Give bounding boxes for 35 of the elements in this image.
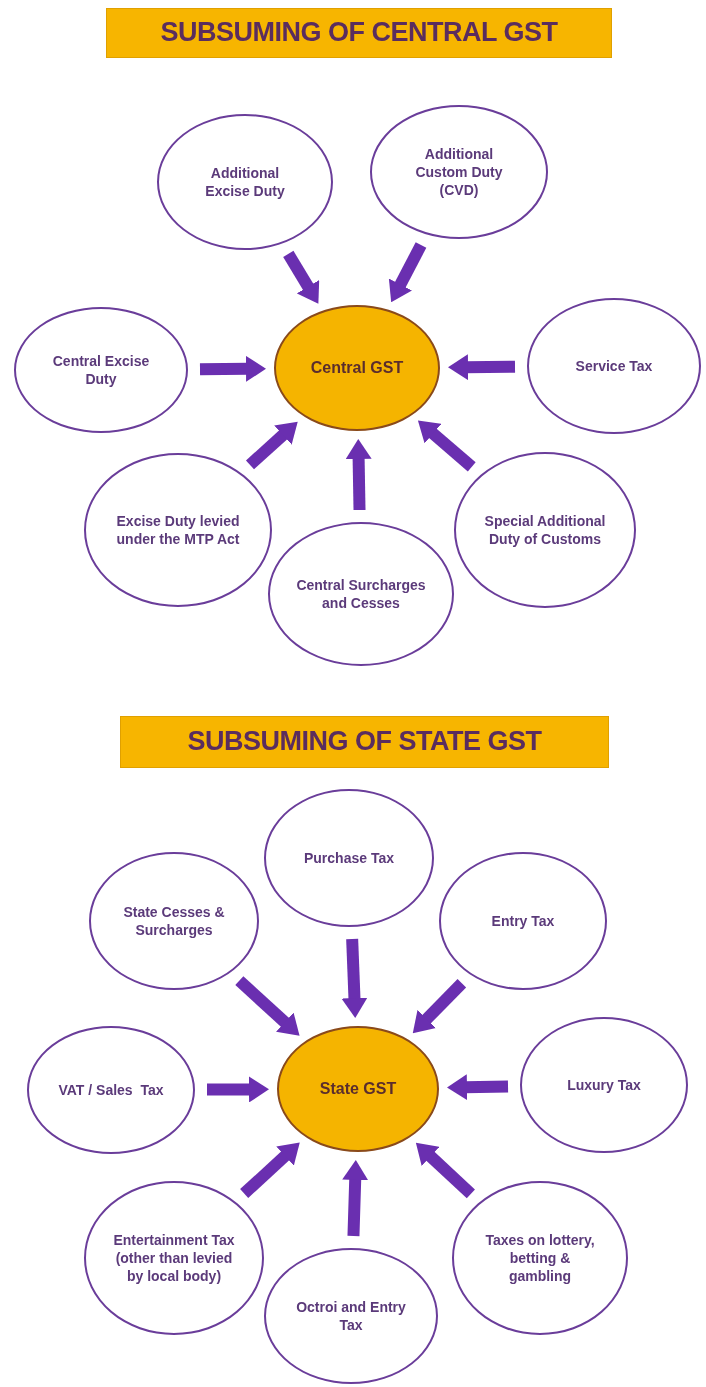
tax-label: Central Excise Duty [51, 351, 151, 389]
tax-label: Purchase Tax [303, 848, 395, 868]
tax-label: State GST [318, 1078, 398, 1099]
tax-label: Special Additional Duty of Customs [483, 511, 607, 549]
tax-label: Service Tax [574, 356, 654, 376]
block-arrow [240, 1142, 300, 1198]
tax-label: Additional Excise Duty [204, 163, 286, 201]
tax-label: Luxury Tax [566, 1075, 642, 1095]
tax-label: State Cesses & Surcharges [122, 902, 226, 940]
block-arrow [341, 938, 368, 1019]
block-arrow [388, 242, 427, 303]
block-arrow [235, 976, 300, 1036]
tax-label: Central GST [309, 357, 405, 378]
title-banner [106, 8, 612, 58]
block-arrow [245, 421, 298, 470]
block-arrow [342, 1160, 369, 1237]
block-arrow [345, 439, 372, 511]
title-text: SUBSUMING OF CENTRAL GST [160, 16, 558, 50]
tax-label: Entertainment Tax (other than levied by local body) [112, 1230, 236, 1286]
block-arrow [412, 979, 467, 1034]
tax-label: Central Surcharges and Cesses [296, 575, 426, 613]
block-arrow [417, 420, 476, 472]
block-arrow [199, 355, 266, 382]
tax-label: Taxes on lottery, betting & gambling [484, 1230, 596, 1286]
block-arrow [447, 1074, 509, 1101]
tax-label: Additional Custom Duty (CVD) [414, 144, 504, 200]
title-text: SUBSUMING OF STATE GST [187, 725, 542, 759]
title-banner [120, 716, 609, 768]
block-arrow [448, 354, 516, 381]
tax-label: VAT / Sales Tax [57, 1080, 165, 1100]
tax-label: Entry Tax [490, 911, 556, 931]
tax-label: Octroi and Entry Tax [295, 1297, 407, 1335]
tax-label: Excise Duty levied under the MTP Act [115, 511, 241, 549]
block-arrow [283, 250, 320, 304]
block-arrow [206, 1076, 269, 1103]
